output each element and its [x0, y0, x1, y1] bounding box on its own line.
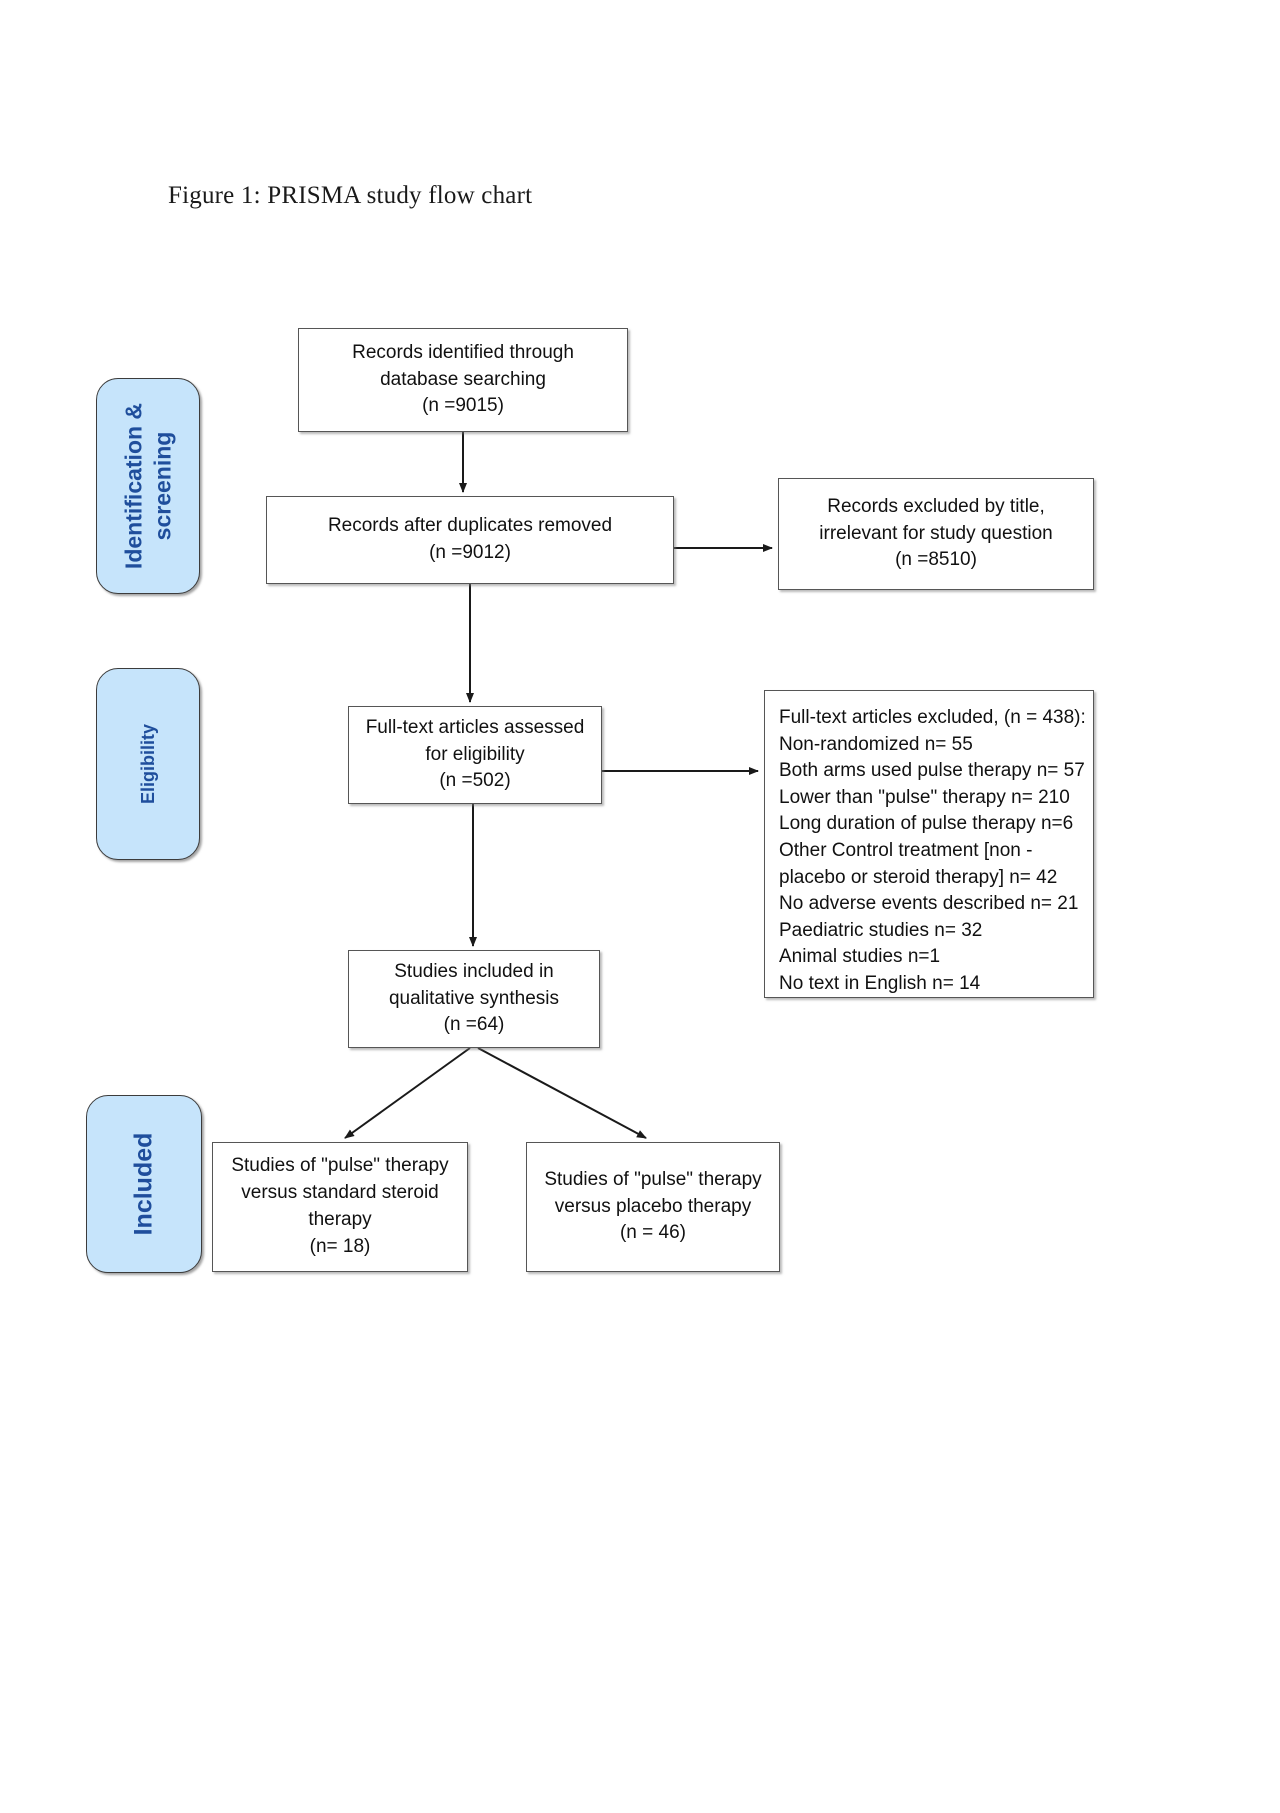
- box-records-after-duplicates-removed: Records after duplicates removed (n =901…: [266, 496, 674, 584]
- stage-label-included-text: Included: [129, 1132, 158, 1236]
- box-fulltext-excluded-line8: No adverse events described n= 21: [779, 893, 1079, 915]
- box-fulltext-line2: for eligibility: [425, 743, 525, 765]
- box-records-identified-line2: database searching: [380, 368, 546, 390]
- stage-label-eligibility: Eligibility: [96, 668, 200, 860]
- box-pulse-placebo-line1: Studies of "pulse" therapy: [544, 1168, 762, 1190]
- box-pulse-placebo-line2: versus placebo therapy: [554, 1195, 752, 1217]
- box-duplicates-line1: Records after duplicates removed: [327, 515, 613, 537]
- box-fulltext-excluded-line2: Non-randomized n= 55: [779, 733, 973, 755]
- box-excluded-title-line1: Records excluded by title,: [827, 495, 1045, 517]
- box-studies-included-qualitative-synthesis: Studies included in qualitative synthesi…: [348, 950, 600, 1048]
- stage-label-identification-line1: Identification &: [120, 402, 147, 570]
- box-pulse-steroid-count: (n= 18): [309, 1235, 371, 1257]
- box-records-excluded-by-title: Records excluded by title, irrelevant fo…: [778, 478, 1094, 590]
- box-fulltext-excluded-line3: Both arms used pulse therapy n= 57: [779, 760, 1085, 782]
- box-studies-pulse-versus-standard-steroid: Studies of "pulse" therapy versus standa…: [212, 1142, 468, 1272]
- box-pulse-steroid-line2: versus standard steroid: [241, 1182, 439, 1204]
- box-records-identified-count: (n =9015): [422, 395, 504, 417]
- box-excluded-title-line2: irrelevant for study question: [819, 522, 1053, 544]
- box-fulltext-excluded-line4: Lower than "pulse" therapy n= 210: [779, 786, 1070, 808]
- page-title: Figure 1: PRISMA study flow chart: [168, 182, 533, 209]
- box-records-identified-line1: Records identified through: [352, 341, 574, 363]
- stage-label-included: Included: [86, 1095, 202, 1273]
- box-fulltext-count: (n =502): [439, 770, 511, 792]
- box-fulltext-articles-assessed: Full-text articles assessed for eligibil…: [348, 706, 602, 804]
- box-studies-pulse-versus-placebo: Studies of "pulse" therapy versus placeb…: [526, 1142, 780, 1272]
- stage-label-identification-text: Identification & screening: [119, 403, 177, 569]
- box-qualitative-count: (n =64): [443, 1014, 505, 1036]
- box-fulltext-excluded-line1: Full-text articles excluded, (n = 438):: [779, 707, 1086, 728]
- box-pulse-placebo-count: (n = 46): [619, 1222, 686, 1244]
- box-fulltext-line1: Full-text articles assessed: [365, 716, 585, 738]
- box-fulltext-articles-excluded: Full-text articles excluded, (n = 438): …: [764, 690, 1094, 998]
- box-fulltext-excluded-line9: Paediatric studies n= 32: [779, 919, 983, 941]
- stage-label-identification-screening: Identification & screening: [96, 378, 200, 594]
- stage-label-identification-line2: screening: [149, 431, 175, 541]
- box-fulltext-excluded-line6: Other Control treatment [non -: [779, 839, 1033, 861]
- box-duplicates-count: (n =9012): [429, 542, 511, 563]
- box-pulse-steroid-line1: Studies of "pulse" therapy: [231, 1155, 449, 1177]
- box-excluded-title-count: (n =8510): [895, 549, 977, 571]
- stage-label-eligibility-text: Eligibility: [137, 723, 158, 805]
- box-fulltext-excluded-line11: No text in English n= 14: [779, 972, 981, 994]
- box-fulltext-excluded-line7: placebo or steroid therapy] n= 42: [779, 866, 1058, 888]
- box-fulltext-excluded-line10: Animal studies n=1: [779, 946, 941, 968]
- box-fulltext-excluded-line5: Long duration of pulse therapy n=6: [779, 813, 1074, 835]
- arrow-qualitative-to-steroid: [344, 1047, 471, 1139]
- arrow-qualitative-to-placebo: [477, 1047, 647, 1139]
- box-records-identified: Records identified through database sear…: [298, 328, 628, 432]
- box-qualitative-line1: Studies included in: [394, 960, 554, 982]
- box-pulse-steroid-line3: therapy: [308, 1209, 372, 1230]
- box-qualitative-line2: qualitative synthesis: [388, 987, 560, 1009]
